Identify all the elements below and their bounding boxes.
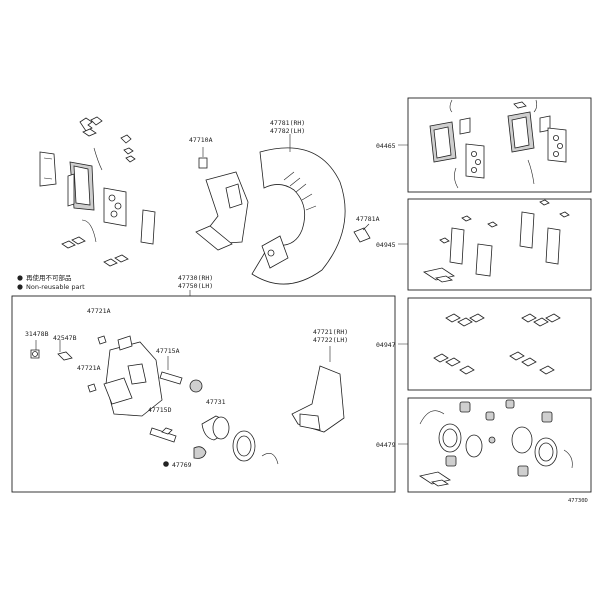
label-kit-04947: 04947 xyxy=(376,341,396,349)
caliper-assembly-box xyxy=(11,295,396,493)
caliper-bracket xyxy=(195,147,249,251)
label-47721A-mid: 47721A xyxy=(77,364,101,372)
label-42547B: 42547B xyxy=(53,334,77,342)
kit-04465-pads xyxy=(429,99,567,189)
disc-dust-shield xyxy=(251,134,371,285)
legend: 再使用不可部品 Non-reusable part xyxy=(17,273,85,291)
kit-04479-seals xyxy=(418,399,573,487)
kit-04945-shims xyxy=(422,199,570,283)
kit-box-04947 xyxy=(407,297,592,391)
kit-04947-clips xyxy=(433,313,561,375)
label-31478B: 31478B xyxy=(25,330,49,338)
legend-dot-bullet xyxy=(17,275,23,281)
pad-kit-loose-parts xyxy=(39,116,156,267)
label-47731: 47731 xyxy=(206,398,226,406)
legend-dot-bullet-2 xyxy=(17,284,23,290)
kit-box-04945 xyxy=(407,198,592,291)
legend-en-text: Non-reusable part xyxy=(26,283,85,291)
label-kit-04479: 04479 xyxy=(376,441,396,449)
label-kit-04465: 04465 xyxy=(376,142,396,150)
label-47769: 47769 xyxy=(172,461,192,469)
legend-jp-text: 再使用不可部品 xyxy=(26,273,72,282)
kit-box-04479 xyxy=(407,397,592,493)
caliper-assembly-parts xyxy=(30,335,345,465)
label-47781A: 47781A xyxy=(356,215,380,223)
label-kit-04945: 04945 xyxy=(376,241,396,249)
label-47710A: 47710A xyxy=(189,136,213,144)
label-47730-rh: 47730(RH) xyxy=(178,274,213,282)
label-47750-lh: 47750(LH) xyxy=(178,282,213,290)
label-47781-rh: 47781(RH) xyxy=(270,119,305,127)
label-47782-lh: 47782(LH) xyxy=(270,127,305,135)
label-47721A-top: 47721A xyxy=(87,307,111,315)
label-47715D: 47715D xyxy=(148,406,172,414)
label-47715A: 47715A xyxy=(156,347,180,355)
label-47721-rh: 47721(RH) xyxy=(313,328,348,336)
non-reusable-dot-bullet xyxy=(163,461,169,467)
label-47722-lh: 47722(LH) xyxy=(313,336,348,344)
illustration-code: 47730D xyxy=(568,498,588,504)
